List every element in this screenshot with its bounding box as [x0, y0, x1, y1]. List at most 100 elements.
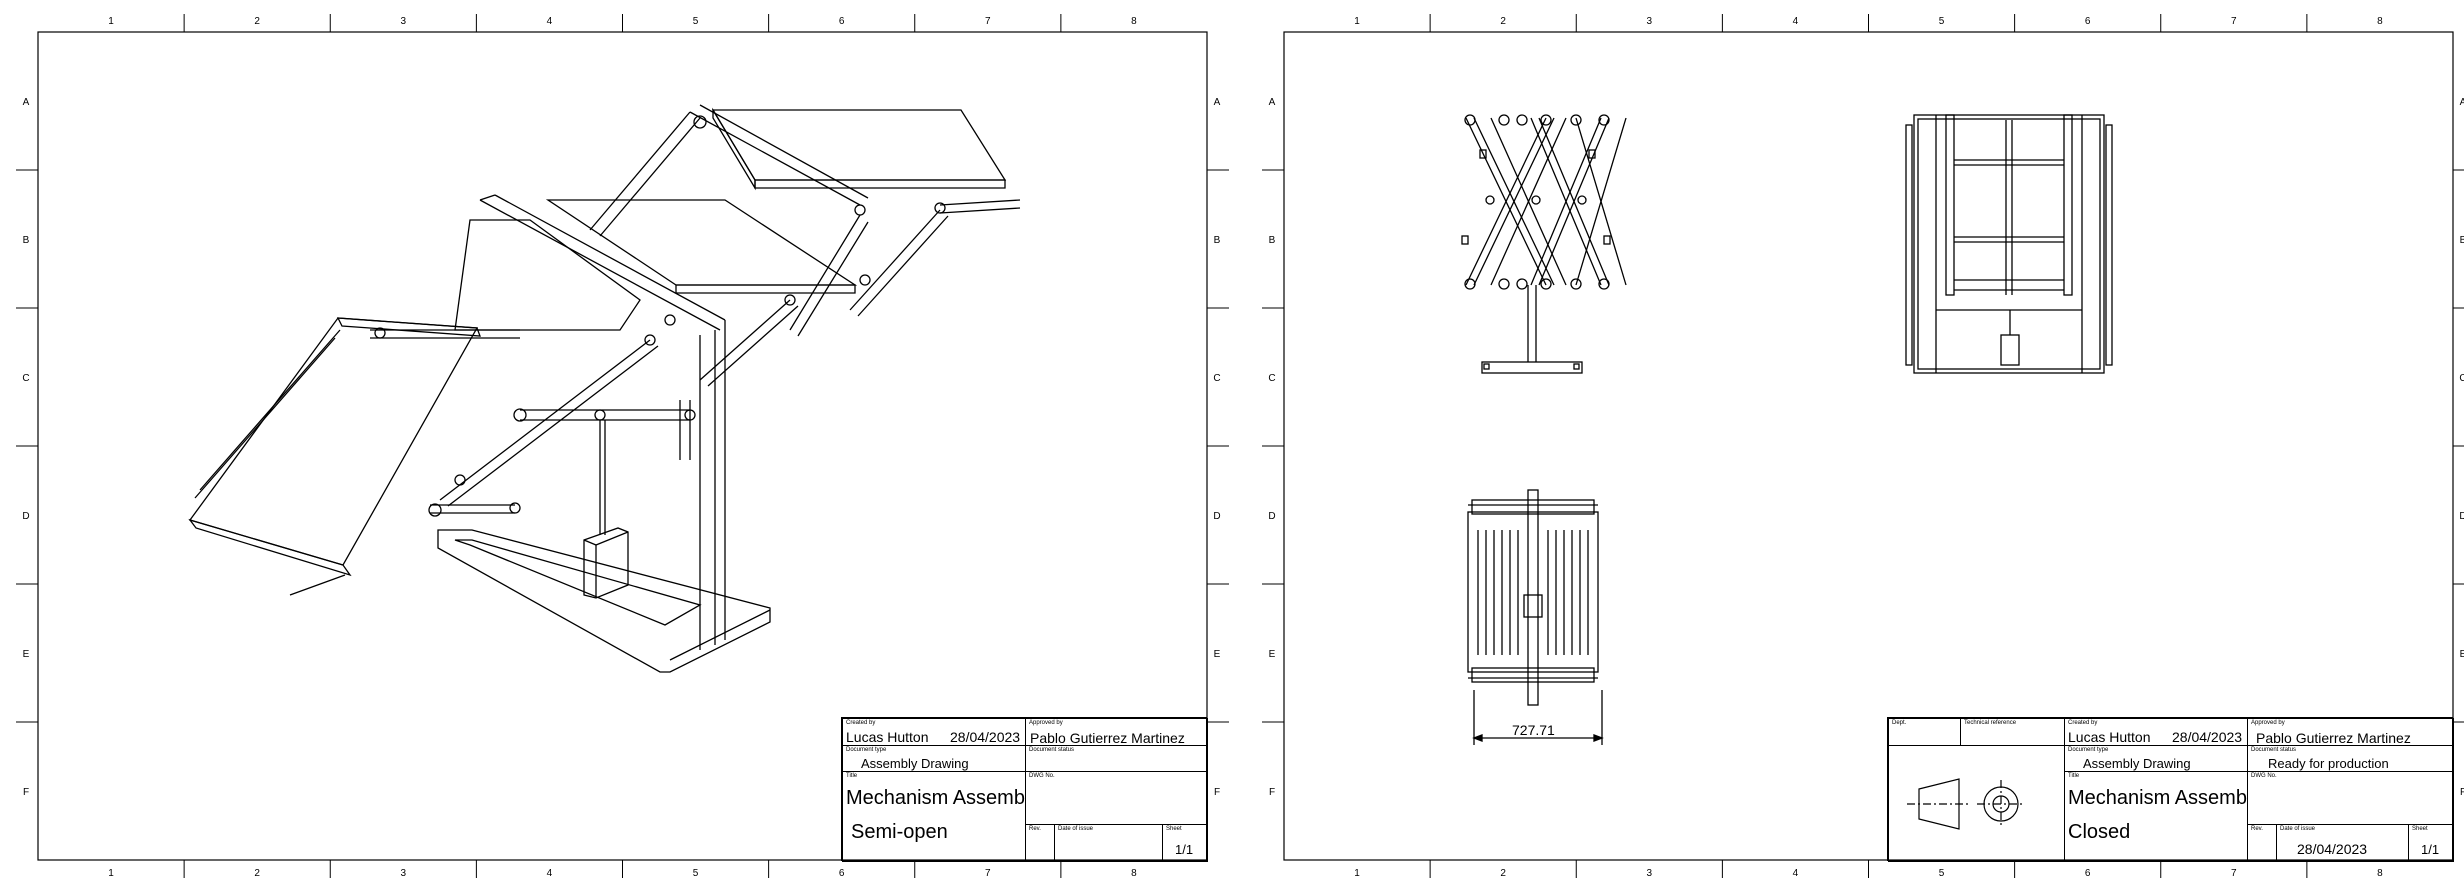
- title-cell: Title Mechanism Assembly Closed: [2064, 771, 2248, 862]
- zone-column-label: 5: [1939, 868, 1945, 879]
- drawing-title: Mechanism Assembly: [846, 787, 1026, 809]
- zone-column-label: 1: [1354, 868, 1360, 879]
- zone-column-label: 8: [2377, 16, 2383, 27]
- zone-column-label: 2: [254, 16, 260, 27]
- zone-column-label: 3: [1647, 868, 1653, 879]
- zone-row-label: D: [22, 511, 29, 522]
- zone-column-label: 6: [2085, 868, 2091, 879]
- approved-by-cell: Approved by Pablo Gutierrez Martinez: [2247, 718, 2454, 746]
- dwg-no-cell: DWG No.: [1025, 771, 1208, 825]
- created-by-cell: Created by Lucas Hutton 28/04/2023: [842, 718, 1026, 746]
- zone-column-label: 8: [2377, 868, 2383, 879]
- zone-row-label: F: [1269, 787, 1275, 798]
- document-type: Assembly Drawing: [861, 756, 969, 771]
- pivot-joints: [374, 115, 946, 517]
- document-status-cell: Document status: [1025, 745, 1208, 772]
- title-cell: Title Mechanism Assembly Semi-open: [842, 771, 1026, 862]
- zone-row-label: D: [1213, 511, 1220, 522]
- rev-cell: Rev.: [2247, 824, 2277, 862]
- zone-column-label: 1: [108, 16, 114, 27]
- drawing-subtitle: Closed: [2068, 821, 2131, 843]
- title-block: Dept. Technical reference Created by Luc…: [1887, 717, 2454, 862]
- zone-row-label: D: [1268, 511, 1275, 522]
- projection-symbol-cell: [1888, 745, 2065, 862]
- zone-row-label: F: [23, 787, 29, 798]
- date-of-issue-cell: Date of issue 28/04/2023: [2276, 824, 2409, 862]
- sheet-number: 1/1: [1175, 842, 1194, 857]
- document-type-cell: Document type Assembly Drawing: [842, 745, 1026, 772]
- sheet-cell: Sheet 1/1: [1162, 824, 1208, 862]
- zone-column-label: 5: [1939, 16, 1945, 27]
- zone-row-label: F: [1214, 787, 1220, 798]
- drawing-subtitle: Semi-open: [851, 821, 948, 843]
- dimension-width: 727.71: [1512, 722, 1555, 738]
- rev-cell: Rev.: [1025, 824, 1055, 862]
- zone-column-label: 4: [1793, 16, 1799, 27]
- scissor-arms: [194, 104, 1021, 596]
- document-type-cell: Document type Assembly Drawing: [2064, 745, 2248, 772]
- zone-row-label: E: [23, 649, 30, 660]
- front-view: [1905, 114, 2113, 374]
- zone-column-label: 2: [254, 868, 260, 879]
- zone-column-label: 1: [108, 868, 114, 879]
- zone-column-label: 8: [1131, 16, 1137, 27]
- support-frame: [437, 194, 771, 673]
- zone-row-label: E: [2460, 649, 2464, 660]
- zone-column-label: 4: [1793, 868, 1799, 879]
- zone-row-label: A: [23, 97, 30, 108]
- zone-column-label: 3: [401, 868, 407, 879]
- sheet-number: 1/1: [2421, 842, 2440, 857]
- title-block: Created by Lucas Hutton 28/04/2023 Appro…: [841, 717, 1208, 862]
- isometric-view-semi-open: [188, 104, 1021, 673]
- zone-column-label: 8: [1131, 868, 1137, 879]
- document-status-cell: Document status Ready for production: [2247, 745, 2454, 772]
- sheet-cell: Sheet 1/1: [2408, 824, 2454, 862]
- zone-row-label: F: [2460, 787, 2464, 798]
- zone-row-label: A: [1214, 97, 1221, 108]
- zone-column-label: 7: [985, 868, 991, 879]
- zone-column-label: 4: [547, 868, 553, 879]
- zone-row-label: B: [2460, 235, 2464, 246]
- zone-column-label: 1: [1354, 16, 1360, 27]
- panel-back: [454, 219, 641, 331]
- created-date: 28/04/2023: [2172, 729, 2243, 745]
- zone-row-label: C: [1268, 373, 1275, 384]
- document-status: Ready for production: [2268, 756, 2389, 771]
- zone-column-label: 3: [401, 16, 407, 27]
- zone-row-label: E: [1269, 649, 1276, 660]
- created-date: 28/04/2023: [950, 729, 1021, 745]
- dept-cell: Dept.: [1888, 718, 1961, 746]
- created-by-name: Lucas Hutton: [2068, 729, 2151, 745]
- zone-column-label: 3: [1647, 16, 1653, 27]
- orthographic-views-closed: [1461, 114, 2113, 745]
- zone-column-label: 7: [2231, 16, 2237, 27]
- panel-lower: [188, 317, 479, 566]
- drawing-title: Mechanism Assembly: [2068, 787, 2248, 809]
- created-by-name: Lucas Hutton: [846, 729, 929, 745]
- zone-row-label: D: [2459, 511, 2464, 522]
- zone-column-label: 5: [693, 16, 699, 27]
- top-view: [1467, 489, 1604, 745]
- counterweight: [583, 527, 629, 599]
- zone-column-label: 2: [1500, 868, 1506, 879]
- zone-row-label: B: [1269, 235, 1276, 246]
- zone-column-label: 6: [2085, 16, 2091, 27]
- zone-row-label: B: [23, 235, 30, 246]
- panel-upper: [711, 109, 1007, 181]
- technical-reference-cell: Technical reference: [1960, 718, 2065, 746]
- zone-row-label: A: [2460, 97, 2464, 108]
- approved-by-name: Pablo Gutierrez Martinez: [1030, 730, 1185, 746]
- dwg-no-cell: DWG No.: [2247, 771, 2454, 825]
- zone-column-label: 5: [693, 868, 699, 879]
- document-type: Assembly Drawing: [2083, 756, 2191, 771]
- date-of-issue: 28/04/2023: [2297, 841, 2368, 857]
- zone-row-label: A: [1269, 97, 1276, 108]
- zone-row-label: C: [22, 373, 29, 384]
- zone-row-label: E: [1214, 649, 1221, 660]
- panel-middle: [545, 199, 858, 286]
- zone-column-label: 6: [839, 868, 845, 879]
